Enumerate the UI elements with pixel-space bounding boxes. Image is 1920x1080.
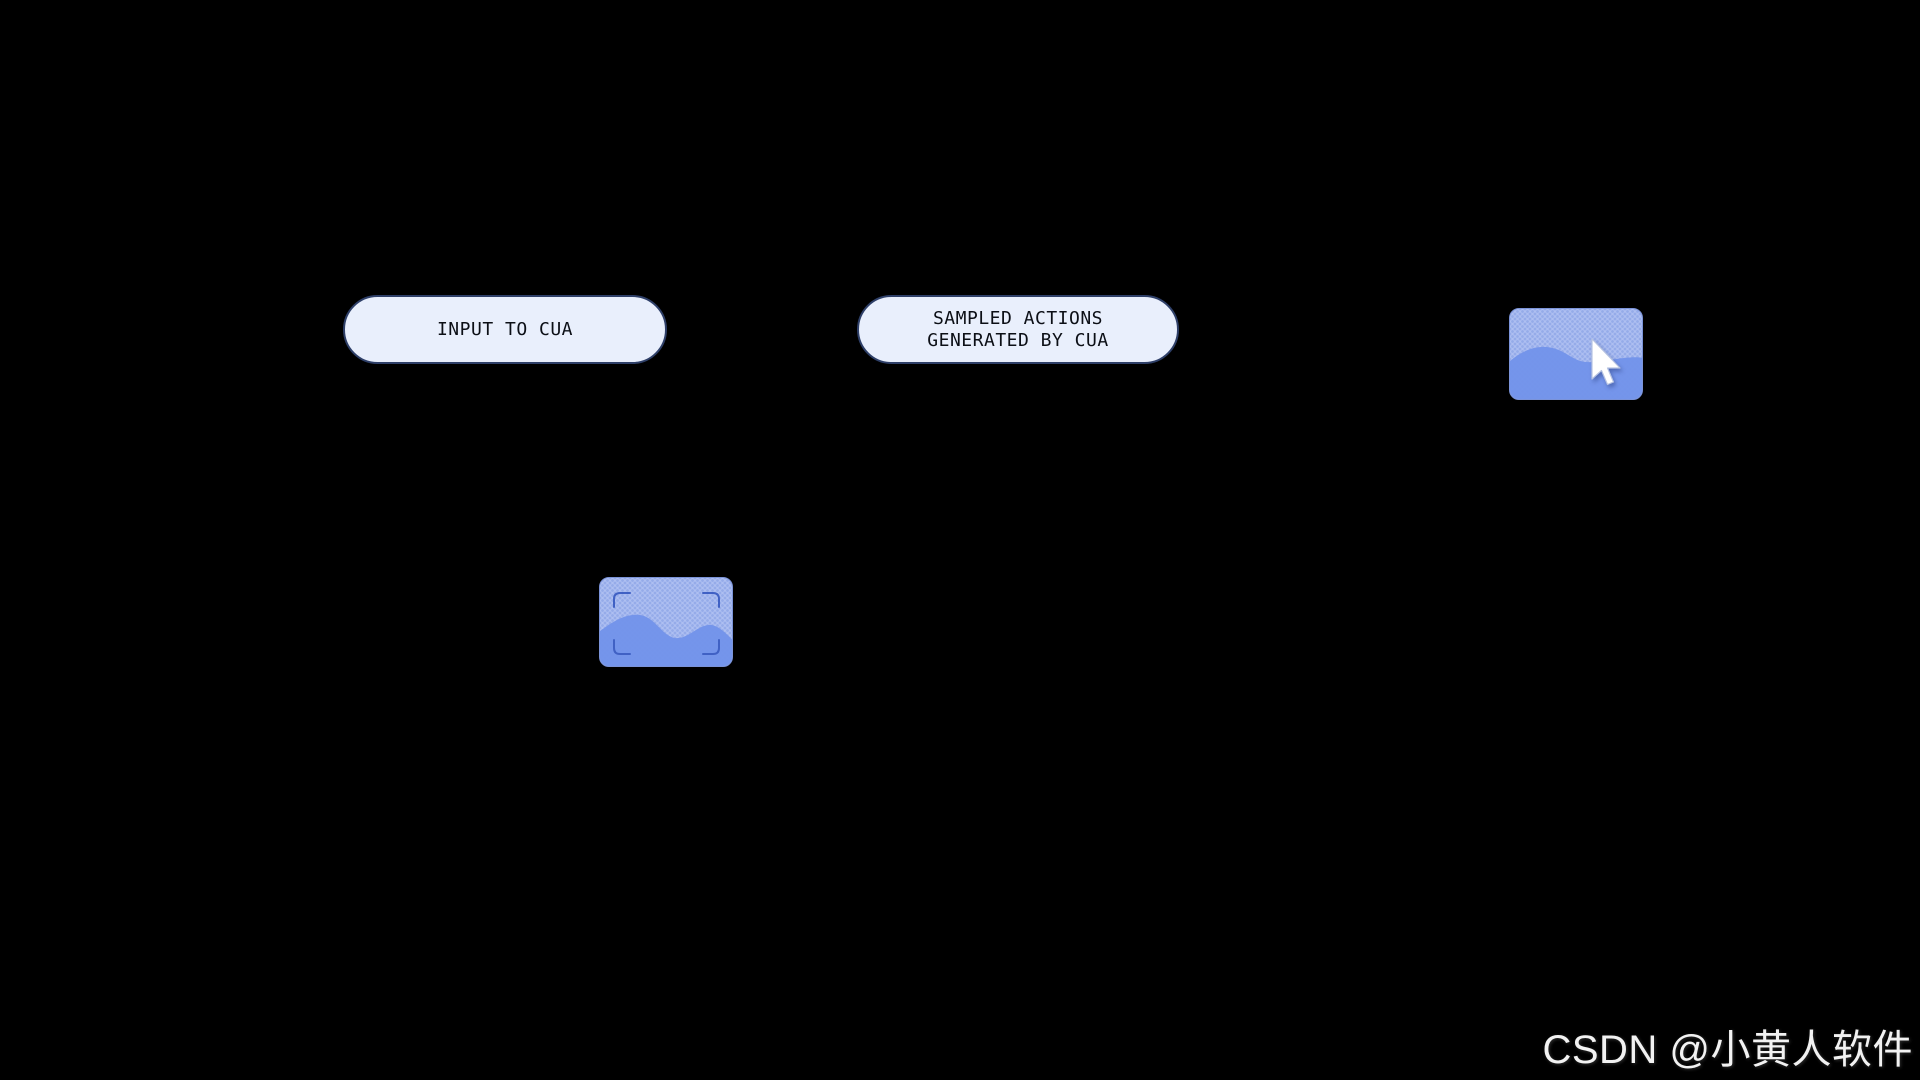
sampled-actions-pill: SAMPLED ACTIONS GENERATED BY CUA — [857, 295, 1179, 364]
input-to-cua-pill: INPUT TO CUA — [343, 295, 667, 364]
input-to-cua-label: INPUT TO CUA — [436, 318, 574, 340]
screenshot-frame-icon — [599, 577, 733, 667]
sampled-actions-label-line1: SAMPLED ACTIONS — [932, 307, 1104, 329]
viewfinder-brackets-icon — [613, 592, 720, 655]
wave-shape — [1510, 346, 1642, 399]
screenshot-frame-graphic — [600, 592, 732, 666]
sampled-actions-label-line2: GENERATED BY CUA — [927, 329, 1109, 351]
mouse-cursor-icon — [1591, 338, 1621, 386]
screenshot-cursor-graphic — [1510, 338, 1642, 399]
wave-shape — [600, 614, 732, 666]
csdn-watermark: CSDN @小黄人软件 — [1542, 1028, 1913, 1072]
screenshot-cursor-icon — [1509, 308, 1643, 400]
